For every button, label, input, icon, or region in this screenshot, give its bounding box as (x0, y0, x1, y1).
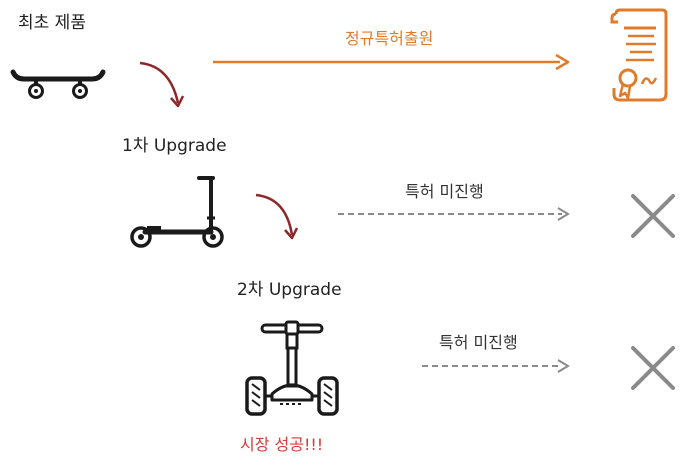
x-mark-icon (631, 346, 675, 390)
success-label: 시장 성공!!! (240, 435, 324, 454)
stage1-label: 1차 Upgrade (122, 136, 227, 156)
patent-not-pursued-label-1: 특허 미진행 (405, 182, 484, 201)
skateboard-icon (10, 69, 106, 99)
patent-not-pursued-label-2: 특허 미진행 (439, 333, 518, 352)
x-mark-icon (631, 194, 675, 238)
patent-certificate-icon (610, 8, 668, 102)
patent-filed-label: 정규특허출원 (345, 29, 434, 48)
segway-icon (245, 320, 339, 416)
stage0-label: 최초 제품 (18, 13, 86, 33)
kick-scooter-icon (130, 176, 224, 248)
stage2-label: 2차 Upgrade (237, 280, 342, 300)
